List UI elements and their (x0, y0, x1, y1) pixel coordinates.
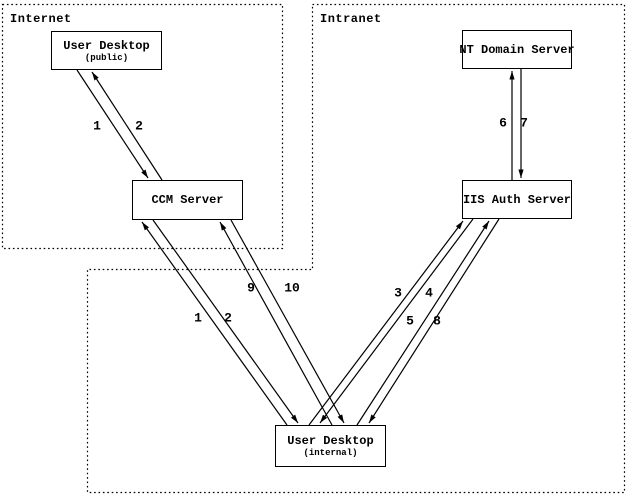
node-subtitle: (internal) (303, 448, 358, 458)
flow-line-10 (230, 219, 345, 424)
node-nt-domain-server: NT Domain Server (459, 30, 575, 69)
flow-label-6: 6 (499, 115, 507, 131)
flow-line-3 (308, 220, 464, 426)
internet-region-outline (1, 3, 284, 250)
node-user-desktop-internal: User Desktop (internal) (275, 425, 386, 467)
flow-label-1-public: 1 (93, 118, 101, 134)
internet-region-label: Internet (10, 12, 72, 26)
flow-line-8 (368, 218, 500, 424)
flow-label-5: 5 (406, 313, 414, 329)
flow-label-9: 9 (247, 280, 255, 296)
intranet-region-label: Intranet (320, 12, 382, 26)
flow-label-8: 8 (433, 313, 441, 329)
node-subtitle: (public) (84, 52, 129, 63)
flow-line-2-internal (152, 219, 299, 424)
node-title: CCM Server (151, 193, 224, 207)
node-title: IIS Auth Server (462, 192, 572, 207)
flow-label-1-internal: 1 (194, 310, 202, 326)
flow-line-1-public (76, 69, 149, 179)
node-title: NT Domain Server (459, 42, 575, 57)
flow-label-2-internal: 2 (224, 310, 232, 326)
node-user-desktop-public: User Desktop (public) (51, 31, 162, 70)
flow-line-4 (319, 218, 474, 424)
node-iis-auth-server: IIS Auth Server (462, 180, 572, 219)
flow-line-5 (356, 220, 490, 426)
node-title: User Desktop (63, 38, 150, 53)
flow-label-3: 3 (394, 285, 402, 301)
flow-label-7: 7 (520, 115, 528, 131)
flow-line-2-public (91, 71, 163, 181)
node-title: User Desktop (287, 434, 374, 448)
flow-label-10: 10 (284, 280, 300, 296)
flow-label-2-public: 2 (135, 118, 143, 134)
flow-line-1-internal (141, 221, 288, 426)
flow-line-9 (219, 221, 333, 426)
node-ccm-server: CCM Server (132, 180, 243, 220)
flow-label-4: 4 (425, 285, 433, 301)
